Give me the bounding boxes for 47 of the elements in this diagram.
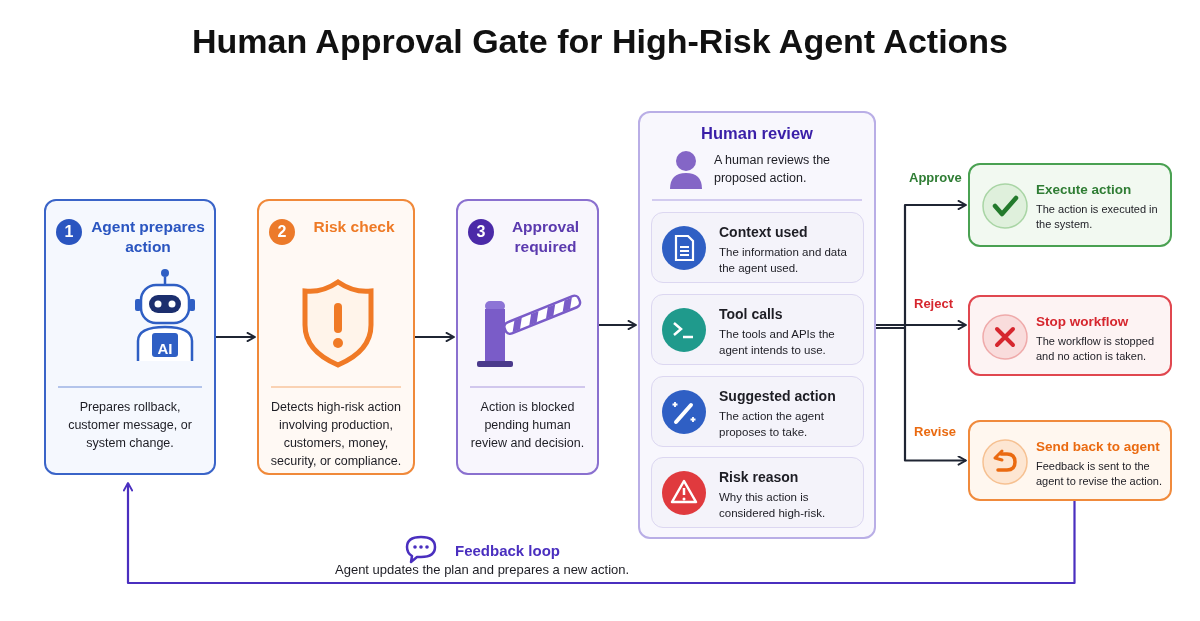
info-card [651, 376, 864, 447]
robot-chip-label: AI [156, 339, 174, 359]
edge-label: Approve [909, 170, 962, 187]
edge-label: Feedback loop [455, 541, 561, 561]
info-card [651, 294, 864, 365]
arrow [122, 482, 1076, 585]
arrow [415, 331, 455, 343]
item-description: The tools and APIs the agent intends to use. [719, 327, 836, 359]
feedback-description: Agent updates the plan and prepares a new action. [335, 562, 630, 579]
outcome-card [968, 420, 1172, 501]
outcome-description: The action is executed in the system. [1036, 202, 1159, 233]
info-card [651, 212, 864, 283]
edge-label: Reject [914, 296, 954, 313]
title: Human Approval Gate for High-Risk Agent Actions [190, 22, 1010, 61]
step-description: Action is blocked pending human review and decision. [469, 399, 586, 453]
panel-title: Human review [700, 123, 814, 144]
step-number: 1 [56, 219, 82, 245]
arrow [876, 319, 967, 331]
item-title: Context used [719, 223, 809, 242]
item-title: Risk reason [719, 468, 800, 487]
item-title: Suggested action [719, 387, 837, 406]
outcome-card [968, 295, 1172, 376]
panel-description: A human reviews the proposed action. [714, 152, 832, 188]
step-card [257, 199, 415, 475]
step-title: Agent prepares action [90, 217, 206, 258]
outcome-title: Execute action [1036, 181, 1133, 199]
step-number: 2 [269, 219, 295, 245]
step-description: Prepares rollback, customer message, or system change. [67, 399, 193, 453]
item-description: Why this action is considered high-risk. [719, 490, 827, 522]
review-panel [638, 111, 876, 539]
item-description: The action the agent proposes to take. [719, 409, 825, 441]
step-title: Approval required [510, 217, 581, 258]
step-card [44, 199, 216, 475]
step-description: Detects high-risk action involving production, customers, money, security, or compliance. [269, 399, 403, 471]
step-number: 3 [468, 219, 494, 245]
outcome-description: Feedback is sent to the agent to revise the action. [1036, 459, 1163, 490]
step-title: Risk check [312, 217, 396, 237]
step-card [456, 199, 599, 475]
outcome-description: The workflow is stopped and no action is taken. [1036, 334, 1155, 365]
outcome-title: Stop workflow [1036, 313, 1130, 331]
outcome-title: Send back to agent [1036, 438, 1161, 456]
item-description: The information and data the agent used. [719, 245, 848, 277]
arrow [216, 331, 256, 343]
outcome-card [968, 163, 1172, 247]
item-title: Tool calls [719, 305, 784, 324]
info-card [651, 457, 864, 528]
arrow [599, 319, 637, 331]
